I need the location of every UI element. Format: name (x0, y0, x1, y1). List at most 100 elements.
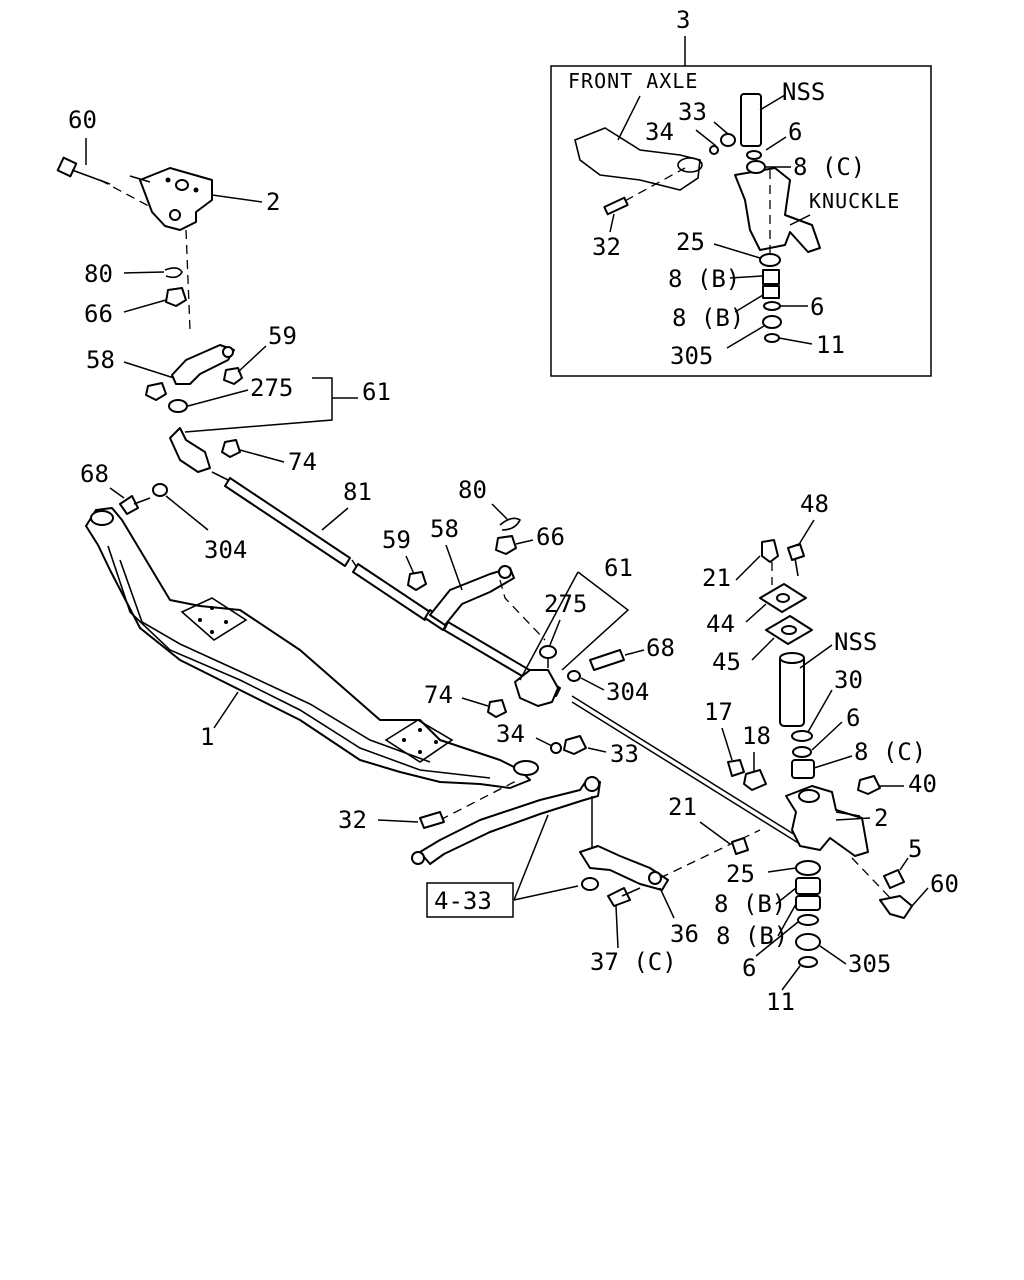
inset-bearing-8b-1 (762, 269, 780, 285)
inset-axle-end (574, 127, 701, 191)
label-4-33: 4-33 (434, 887, 492, 915)
label-44: 44 (706, 610, 735, 638)
label-68-left: 68 (80, 460, 109, 488)
inset-label-8c: 8 (C) (793, 153, 865, 181)
inset-ref-label: 3 (676, 6, 690, 34)
axle-beam-body (85, 507, 531, 789)
label-60-right: 60 (930, 870, 959, 898)
label-34: 34 (496, 720, 525, 748)
label-61-top: 61 (362, 378, 391, 406)
boot-275-top (168, 399, 188, 413)
label-21-top: 21 (702, 564, 731, 592)
inset-label-33: 33 (678, 98, 707, 126)
bolt-60-right (879, 895, 913, 919)
label-2-right: 2 (874, 804, 888, 832)
axle-beam-1: 1 (85, 507, 539, 789)
label-36: 36 (670, 920, 699, 948)
nut-18 (743, 769, 767, 791)
inset-knuckle (734, 167, 821, 253)
lower-drag-arm (419, 777, 601, 865)
washer-6-right (792, 746, 812, 758)
label-80-top: 80 (84, 260, 113, 288)
bearing-8c (791, 759, 815, 779)
nut-left-top (145, 382, 167, 401)
steering-arm-58-top (171, 344, 235, 385)
label-61-mid: 61 (604, 554, 633, 582)
label-59-top: 59 (268, 322, 297, 350)
label-2-top: 2 (266, 188, 280, 216)
washer-6-lower (797, 914, 819, 926)
inset-nut-33 (720, 133, 736, 147)
inset-label-8b-1: 8 (B) (668, 265, 740, 293)
bearing-8b-1 (795, 877, 821, 895)
inset-label-6: 6 (788, 118, 802, 146)
cotter-pin-80-top (164, 267, 183, 279)
label-275-mid: 275 (544, 590, 587, 618)
label-6-a: 6 (846, 704, 860, 732)
label-21-b: 21 (668, 793, 697, 821)
label-5: 5 (908, 835, 922, 863)
label-58-mid: 58 (430, 515, 459, 543)
inset-label-25: 25 (676, 228, 705, 256)
label-37c: 37 (C) (590, 948, 677, 976)
label-304-mid: 304 (606, 678, 649, 706)
inset-king-pin (740, 93, 762, 147)
bolt-60-top (56, 156, 111, 185)
plug-48 (787, 543, 805, 561)
left-bolt-washer: 68 304 (80, 460, 247, 564)
knuckle-2-right (785, 785, 869, 857)
tie-rod-81: 81 (211, 471, 449, 631)
bolt-68-mid (589, 649, 625, 671)
label-8b-2: 8 (B) (716, 922, 788, 950)
tie-rod-end-61-top (169, 427, 211, 473)
label-32: 32 (338, 806, 367, 834)
drag-link-rod (571, 695, 801, 839)
middle-steering-assembly: 80 66 59 58 61 275 68 304 74 (382, 476, 675, 718)
knuckle-2-top (139, 167, 213, 231)
label-8b-1: 8 (B) (714, 890, 786, 918)
steering-arm-58-mid (429, 567, 515, 626)
bolt-68-left (119, 495, 139, 515)
upper-left-steering-assembly: 60 2 80 66 59 58 275 61 74 (56, 106, 391, 476)
inset-label-305: 305 (670, 342, 713, 370)
label-74-top: 74 (288, 448, 317, 476)
seal-305 (795, 933, 821, 951)
label-304-left: 304 (204, 536, 247, 564)
castle-nut-66-top (165, 287, 187, 307)
nut-59-top (223, 367, 243, 385)
label-275-top: 275 (250, 374, 293, 402)
label-305: 305 (848, 950, 891, 978)
label-80-mid: 80 (458, 476, 487, 504)
inset-label-32: 32 (592, 233, 621, 261)
label-45: 45 (712, 648, 741, 676)
inset-bearing-8b-2 (762, 285, 780, 299)
pin-5 (883, 869, 905, 889)
washer-30 (791, 730, 813, 742)
label-48: 48 (800, 490, 829, 518)
label-66-mid: 66 (536, 523, 565, 551)
label-1: 1 (200, 723, 214, 751)
front-axle-label: FRONT AXLE (568, 69, 698, 93)
nut-33 (563, 735, 587, 755)
label-nss: NSS (834, 628, 877, 656)
label-58-top: 58 (86, 346, 115, 374)
pin-32: 32 (338, 779, 519, 834)
snap-ring-11 (798, 956, 818, 968)
boot-275-mid (539, 645, 557, 659)
nut-59-mid (407, 571, 427, 591)
label-59-mid: 59 (382, 526, 411, 554)
grease-fitting-21-lower (731, 837, 749, 855)
inset-ring-11 (764, 333, 780, 343)
nut-74-top (221, 439, 241, 458)
washer-34 (550, 742, 562, 754)
bearing-8b-2 (795, 895, 821, 911)
washer-304-mid (567, 670, 581, 682)
castle-nut-66-mid (495, 535, 517, 555)
label-74-mid: 74 (424, 681, 453, 709)
inset-label-11: 11 (816, 331, 845, 359)
inset-seal-305 (762, 315, 782, 329)
label-68-mid: 68 (646, 634, 675, 662)
knuckle-label: KNUCKLE (809, 189, 900, 213)
label-25: 25 (726, 860, 755, 888)
